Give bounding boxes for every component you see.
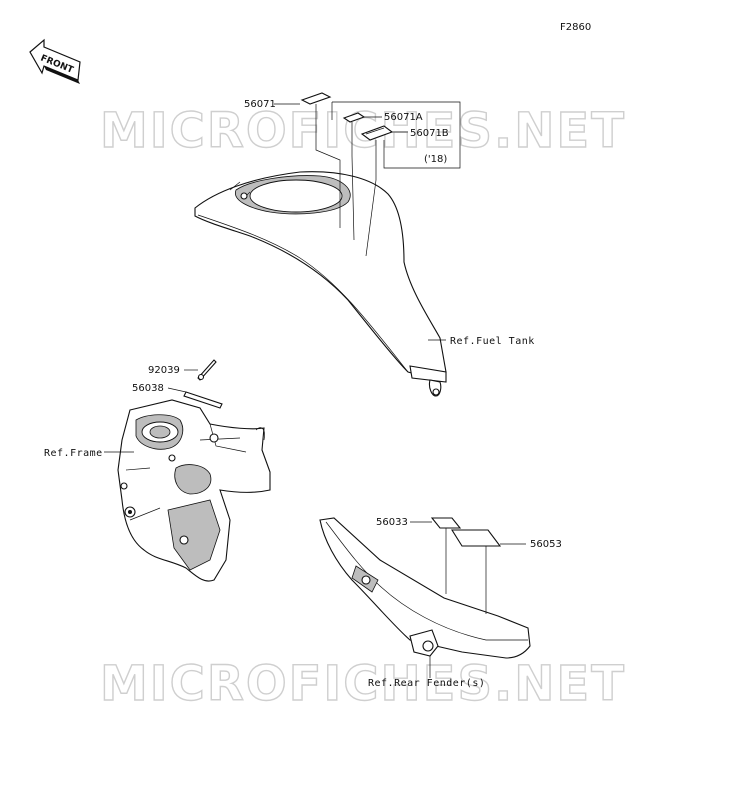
callout-ref-fuel-tank: Ref.Fuel Tank	[450, 336, 535, 347]
label-56033-decal	[430, 517, 462, 529]
callout-ref-frame: Ref.Frame	[44, 448, 103, 459]
callout-ref-rear-fender: Ref.Rear Fender(s)	[368, 678, 485, 689]
frame	[117, 399, 271, 582]
watermark-top: MICROFICHES.NET	[100, 103, 626, 159]
label-56071-decal	[300, 92, 332, 105]
callout-56053: 56053	[530, 539, 562, 550]
callout-56033: 56033	[376, 517, 408, 528]
figure-code: F2860	[560, 22, 591, 33]
band-92039	[197, 359, 217, 381]
callout-56071: 56071	[244, 99, 276, 110]
watermark-bottom: MICROFICHES.NET	[100, 656, 626, 712]
fuel-tank-cover	[194, 171, 447, 397]
label-56053-decal	[451, 529, 502, 547]
callout-56071B: 56071B	[410, 128, 449, 139]
front-arrow-icon: FRONT	[29, 38, 81, 84]
label-56038-decal	[183, 391, 223, 409]
callout-year-note: ('18)	[424, 154, 447, 165]
callout-56038: 56038	[132, 383, 164, 394]
callout-92039: 92039	[148, 365, 180, 376]
chain-guard	[319, 517, 531, 659]
callout-56071A: 56071A	[384, 112, 423, 123]
